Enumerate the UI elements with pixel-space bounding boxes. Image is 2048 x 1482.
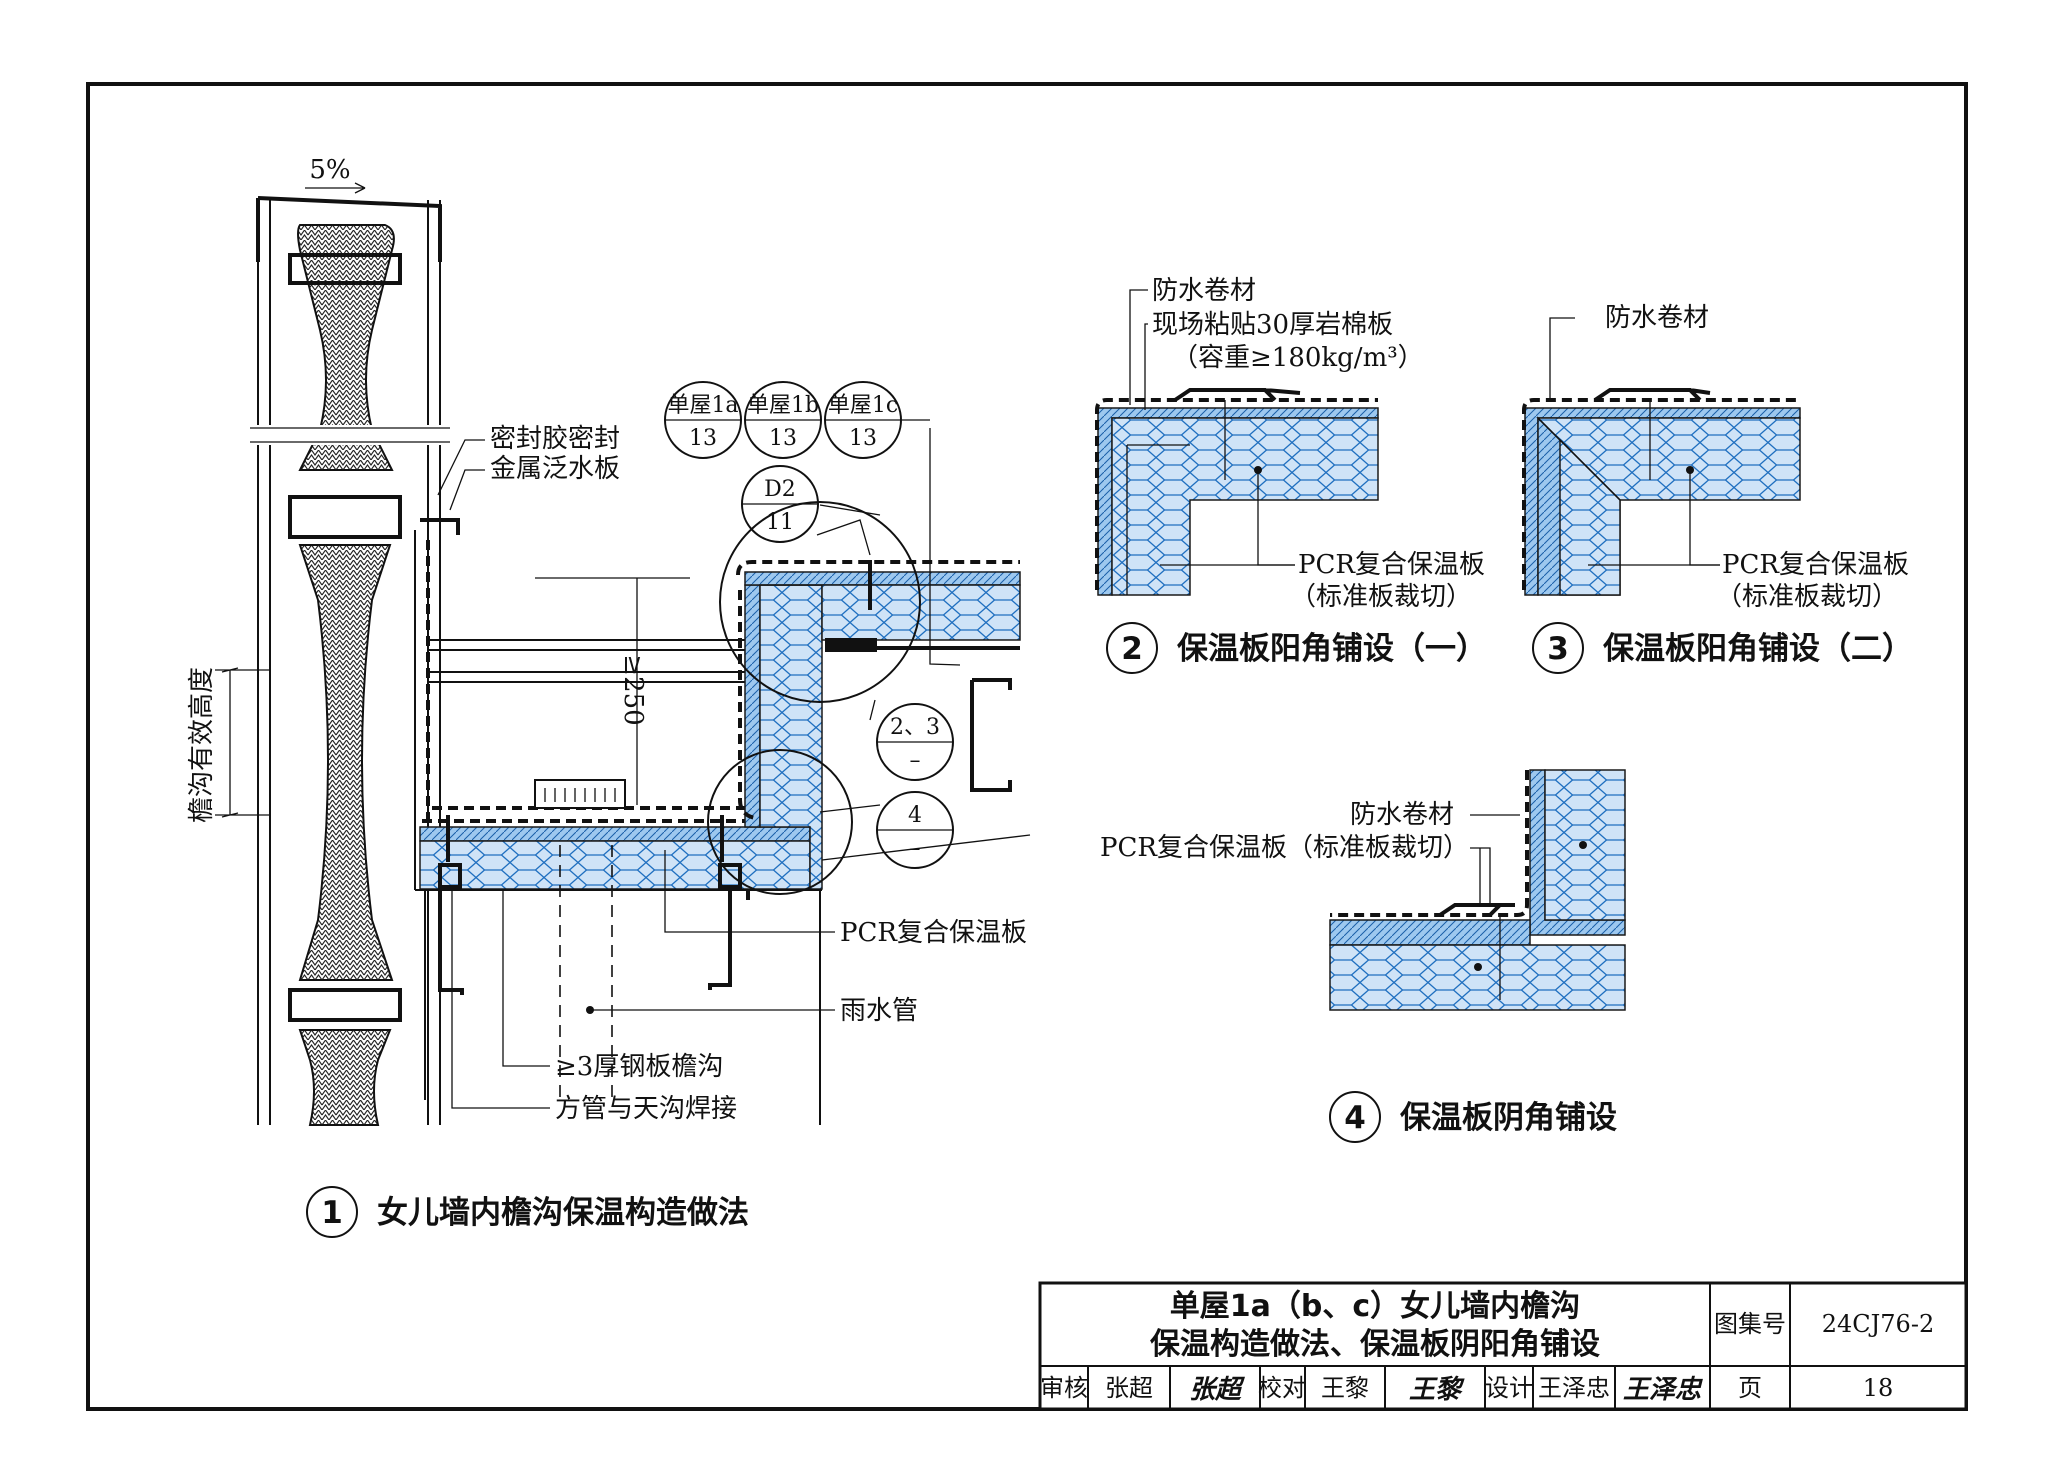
ref-bubbles: 单屋1a 13 单屋1b 13 单屋1c 13 D2 11 2、3 – — [664, 381, 954, 869]
detail-1-callouts: 密封胶密封 金属泛水板 PCR复合保温板 雨水管 ≥3厚钢板檐沟 方管与天沟焊接 — [437, 424, 1027, 1124]
min-250-label: ≥250 — [618, 654, 648, 725]
svg-text:13: 13 — [769, 426, 797, 451]
svg-text:13: 13 — [849, 426, 877, 451]
svg-text:3: 3 — [1547, 631, 1569, 667]
flashing-label: 金属泛水板 — [490, 454, 620, 484]
svg-text:11: 11 — [766, 510, 794, 535]
svg-text:2: 2 — [1121, 631, 1143, 667]
designer-name: 王泽忠 — [1538, 1374, 1610, 1402]
svg-text:4: 4 — [908, 803, 922, 828]
svg-text:保温板阳角铺设（一）: 保温板阳角铺设（一） — [1177, 631, 1487, 667]
reviewer-name: 张超 — [1105, 1374, 1153, 1402]
drain-grate — [534, 779, 626, 809]
svg-text:保温板阴角铺设: 保温板阴角铺设 — [1400, 1100, 1617, 1136]
detail-2-drawing: 防水卷材 现场粘贴30厚岩棉板 （容重≥180kg/m³） PCR复合保温板 （… — [1095, 276, 1485, 612]
gutter-height-label: 檐沟有效高度 — [187, 667, 217, 823]
d3-board-note: （标准板裁切） — [1716, 582, 1898, 612]
svg-text:1: 1 — [321, 1195, 343, 1231]
design-label: 设计 — [1485, 1374, 1533, 1402]
svg-text:保温板阳角铺设（二）: 保温板阳角铺设（二） — [1603, 631, 1913, 667]
d2-board-note: （标准板裁切） — [1290, 582, 1472, 612]
detail-3-drawing: 防水卷材 PCR复合保温板 （标准板裁切） — [1522, 303, 1909, 612]
atlas-number: 24CJ76-2 — [1822, 1310, 1934, 1338]
ref-bubble-1b: 单屋1b 13 — [744, 381, 822, 459]
svg-text:单屋1a: 单屋1a — [667, 393, 738, 418]
ref-bubble-4: 4 – — [876, 791, 954, 869]
ref-bubble-1a: 单屋1a 13 — [664, 381, 742, 459]
d4-board-label: PCR复合保温板（标准板裁切） — [1100, 833, 1469, 863]
detail-4-title: 4 保温板阴角铺设 — [1329, 1091, 1617, 1143]
tube-weld-label: 方管与天沟焊接 — [555, 1094, 737, 1124]
sheet-border — [86, 82, 1968, 1411]
checker-name: 王黎 — [1321, 1374, 1369, 1402]
wall-insulation-upper — [297, 224, 395, 471]
page-label: 页 — [1738, 1374, 1762, 1402]
svg-text:13: 13 — [689, 426, 717, 451]
check-label: 校对 — [1258, 1374, 1306, 1402]
ref-bubble-d2: D2 11 — [741, 465, 819, 543]
reviewer-signature: 张超 — [1189, 1375, 1245, 1405]
detail-1-drawing: 5% 檐沟有效高度 ≥250 — [187, 155, 1031, 1126]
d2-membrane-label: 防水卷材 — [1152, 276, 1256, 306]
pcr-board-label: PCR复合保温板 — [840, 918, 1027, 948]
svg-text:4: 4 — [1344, 1100, 1366, 1136]
svg-text:–: – — [910, 748, 921, 773]
d4-membrane-label: 防水卷材 — [1350, 800, 1454, 830]
wall-insulation-middle — [298, 544, 394, 981]
page-number: 18 — [1863, 1374, 1894, 1402]
detail-2-title: 2 保温板阳角铺设（一） — [1106, 622, 1487, 674]
sealant-label: 密封胶密封 — [490, 424, 620, 454]
downpipe-label: 雨水管 — [840, 996, 918, 1026]
wall-insulation-lower — [298, 1029, 392, 1126]
d3-membrane-label: 防水卷材 — [1605, 303, 1709, 333]
atlas-label: 图集号 — [1714, 1310, 1786, 1338]
svg-text:–: – — [910, 836, 921, 861]
svg-text:单屋1b: 单屋1b — [747, 393, 819, 418]
review-label: 审核 — [1040, 1374, 1088, 1402]
svg-text:2、3: 2、3 — [890, 715, 940, 740]
d2-board-label: PCR复合保温板 — [1298, 550, 1485, 580]
ref-bubble-2-3: 2、3 – — [876, 703, 954, 781]
svg-text:单屋1c: 单屋1c — [828, 393, 898, 418]
d2-density-label: （容重≥180kg/m³） — [1172, 343, 1424, 373]
title-line-2: 保温构造做法、保温板阴阳角铺设 — [1150, 1327, 1600, 1362]
slope-label: 5% — [309, 155, 350, 185]
d3-board-label: PCR复合保温板 — [1722, 550, 1909, 580]
d2-rockwool-label: 现场粘贴30厚岩棉板 — [1152, 310, 1393, 340]
title-line-1: 单屋1a（b、c）女儿墙内檐沟 — [1170, 1289, 1580, 1324]
detail-1-title: 1 女儿墙内檐沟保温构造做法 — [306, 1186, 749, 1238]
parapet-cap — [256, 196, 442, 262]
steel-gutter-label: ≥3厚钢板檐沟 — [555, 1052, 723, 1082]
detail-3-title: 3 保温板阳角铺设（二） — [1532, 622, 1913, 674]
checker-signature: 王黎 — [1409, 1375, 1465, 1405]
svg-text:女儿墙内檐沟保温构造做法: 女儿墙内檐沟保温构造做法 — [377, 1195, 749, 1231]
title-block: 单屋1a（b、c）女儿墙内檐沟 保温构造做法、保温板阴阳角铺设 图集号 24CJ… — [1038, 1281, 1968, 1411]
detail-4-drawing: 防水卷材 PCR复合保温板（标准板裁切） — [1100, 769, 1626, 1011]
designer-signature: 王泽忠 — [1623, 1375, 1703, 1405]
svg-text:D2: D2 — [764, 477, 796, 502]
ref-bubble-1c: 单屋1c 13 — [824, 381, 902, 459]
